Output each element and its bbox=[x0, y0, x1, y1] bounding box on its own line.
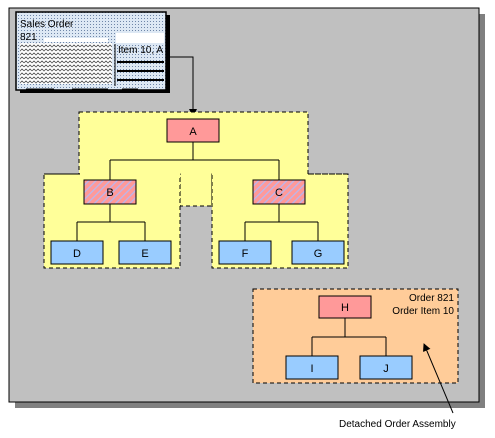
node-a-label: A bbox=[189, 126, 197, 138]
node-i-label: I bbox=[310, 363, 313, 375]
node-a-box bbox=[166, 118, 220, 143]
sales-order-document: Sales Order 821 Item 10, A bbox=[15, 11, 170, 93]
node-j-box bbox=[359, 355, 413, 380]
order-to-assembly-arrow bbox=[166, 56, 197, 117]
order-item-field bbox=[116, 33, 164, 43]
tree-connectors-top bbox=[109, 142, 280, 180]
callout-arrow bbox=[423, 343, 454, 414]
tree-connectors-right bbox=[244, 204, 319, 241]
node-g-label: G bbox=[314, 248, 323, 260]
node-c-box bbox=[252, 179, 306, 205]
sales-order-item: Item 10, A bbox=[118, 45, 163, 56]
node-i-box bbox=[285, 355, 339, 380]
sales-order-title: Sales Order bbox=[20, 19, 74, 30]
node-c: C bbox=[252, 179, 306, 205]
sales-order-number: 821 bbox=[20, 32, 37, 43]
node-e-box bbox=[118, 240, 172, 265]
node-f-label: F bbox=[242, 248, 249, 260]
node-g: G bbox=[291, 240, 345, 265]
node-j-label: J bbox=[383, 363, 389, 375]
node-g-box bbox=[291, 240, 345, 265]
detached-order-item: Order Item 10 bbox=[392, 306, 454, 317]
node-f: F bbox=[218, 240, 272, 265]
callout-label: Detached Order Assembly bbox=[339, 419, 456, 430]
node-d: D bbox=[50, 240, 104, 265]
node-e-label: E bbox=[141, 248, 148, 260]
node-b-box bbox=[83, 179, 137, 205]
node-h: H bbox=[318, 295, 372, 319]
node-d-box bbox=[50, 240, 104, 265]
node-f-box bbox=[218, 240, 272, 265]
node-i: I bbox=[285, 355, 339, 380]
tree-connectors-detached bbox=[311, 318, 387, 356]
node-j: J bbox=[359, 355, 413, 380]
tree-connectors-left bbox=[76, 204, 146, 241]
order-header-bar bbox=[44, 38, 108, 42]
detached-order-number: Order 821 bbox=[409, 293, 454, 304]
order-text-lines bbox=[20, 43, 112, 84]
node-e: E bbox=[118, 240, 172, 265]
node-h-label: H bbox=[341, 302, 349, 314]
node-h-box bbox=[318, 295, 372, 319]
node-b-label: B bbox=[106, 187, 113, 199]
node-d-label: D bbox=[73, 248, 81, 260]
node-a: A bbox=[166, 118, 220, 143]
node-c-label: C bbox=[275, 187, 283, 199]
node-b: B bbox=[83, 179, 137, 205]
